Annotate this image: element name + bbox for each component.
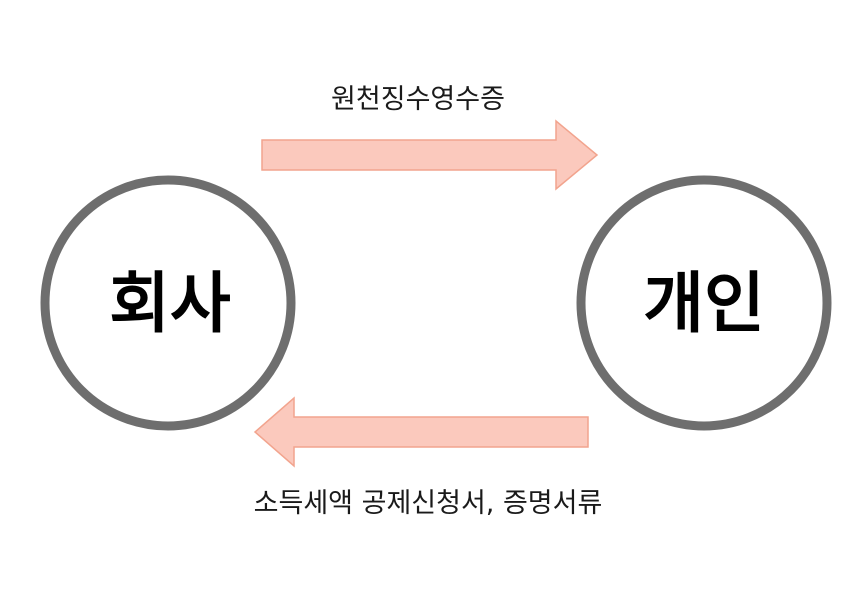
company-circle (40, 175, 296, 431)
arrow-right-icon (261, 119, 599, 191)
individual-circle (576, 175, 832, 431)
node-company: 회사 (40, 175, 296, 431)
edge-to-company-label: 소득세액 공제신청서, 증명서류 (254, 488, 603, 519)
company-label: 회사 (109, 265, 230, 342)
arrow-left-icon (253, 396, 589, 468)
edge-to-company: 소득세액 공제신청서, 증명서류 (253, 396, 603, 519)
node-individual: 개인 (576, 175, 832, 431)
individual-label: 개인 (643, 265, 764, 342)
edge-to-individual-label: 원천징수영수증 (331, 84, 505, 115)
edge-to-individual: 원천징수영수증 (261, 84, 599, 191)
